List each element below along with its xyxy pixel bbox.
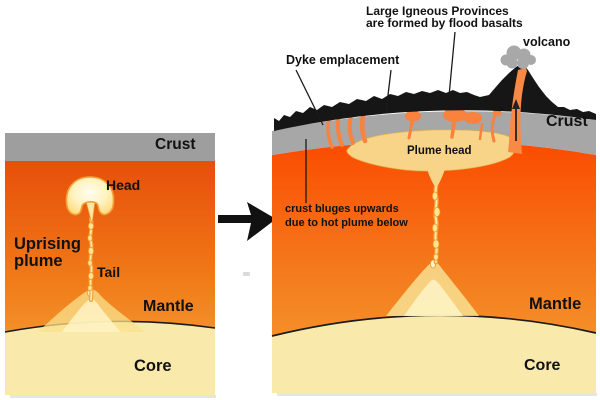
lip-label: Large Igneous Provinces are formed by fl… [366, 4, 523, 30]
lip-leader-line [448, 31, 456, 97]
transition-arrow-icon [218, 202, 276, 241]
right-crust-label: Crust [546, 113, 588, 130]
eruption-cloud-icon [500, 45, 536, 69]
left-core-label: Core [134, 357, 172, 375]
left-plume-mound-inner [62, 298, 121, 332]
left-plume-tail [87, 217, 95, 302]
left-crust-layer [5, 133, 215, 161]
left-mantle-label: Mantle [143, 298, 194, 315]
right-plume-tail [431, 169, 441, 265]
right-core-label: Core [524, 357, 561, 374]
leader-lines [295, 31, 456, 203]
magma-rise-arrow-icon [512, 99, 520, 141]
stray-mark [243, 272, 250, 276]
left-head-label: Head [106, 177, 141, 193]
left-tail-label: Tail [97, 264, 121, 280]
right-plume-head-neck [427, 169, 445, 188]
left-uprising-plume-label: Uprising plume [14, 235, 81, 270]
volcano-label: volcano [523, 35, 571, 49]
right-mantle-label: Mantle [529, 295, 582, 313]
left-core-layer [5, 321, 215, 395]
dyke-emplacement-label: Dyke emplacement [286, 53, 400, 67]
plume-head-label: Plume head [407, 145, 472, 157]
bulge-annotation-label: crust bluges upwards due to hot plume be… [285, 203, 408, 229]
right-panel-art [271, 31, 597, 393]
left-panel-art [4, 133, 216, 395]
right-core-layer [272, 315, 596, 393]
flood-basalt-volcano-shape [274, 64, 596, 131]
right-plume-head-shape [346, 129, 517, 172]
left-crust-label: Crust [155, 136, 196, 153]
dyke-leader-line-1 [295, 69, 324, 126]
right-plume-mound-inner [404, 279, 463, 316]
right-panel-shadow [277, 393, 597, 396]
dyke-leader-line-2 [385, 69, 392, 113]
volcano-conduit [508, 68, 527, 154]
left-plume-head-shape [65, 176, 115, 216]
left-panel-shadow [10, 395, 216, 398]
